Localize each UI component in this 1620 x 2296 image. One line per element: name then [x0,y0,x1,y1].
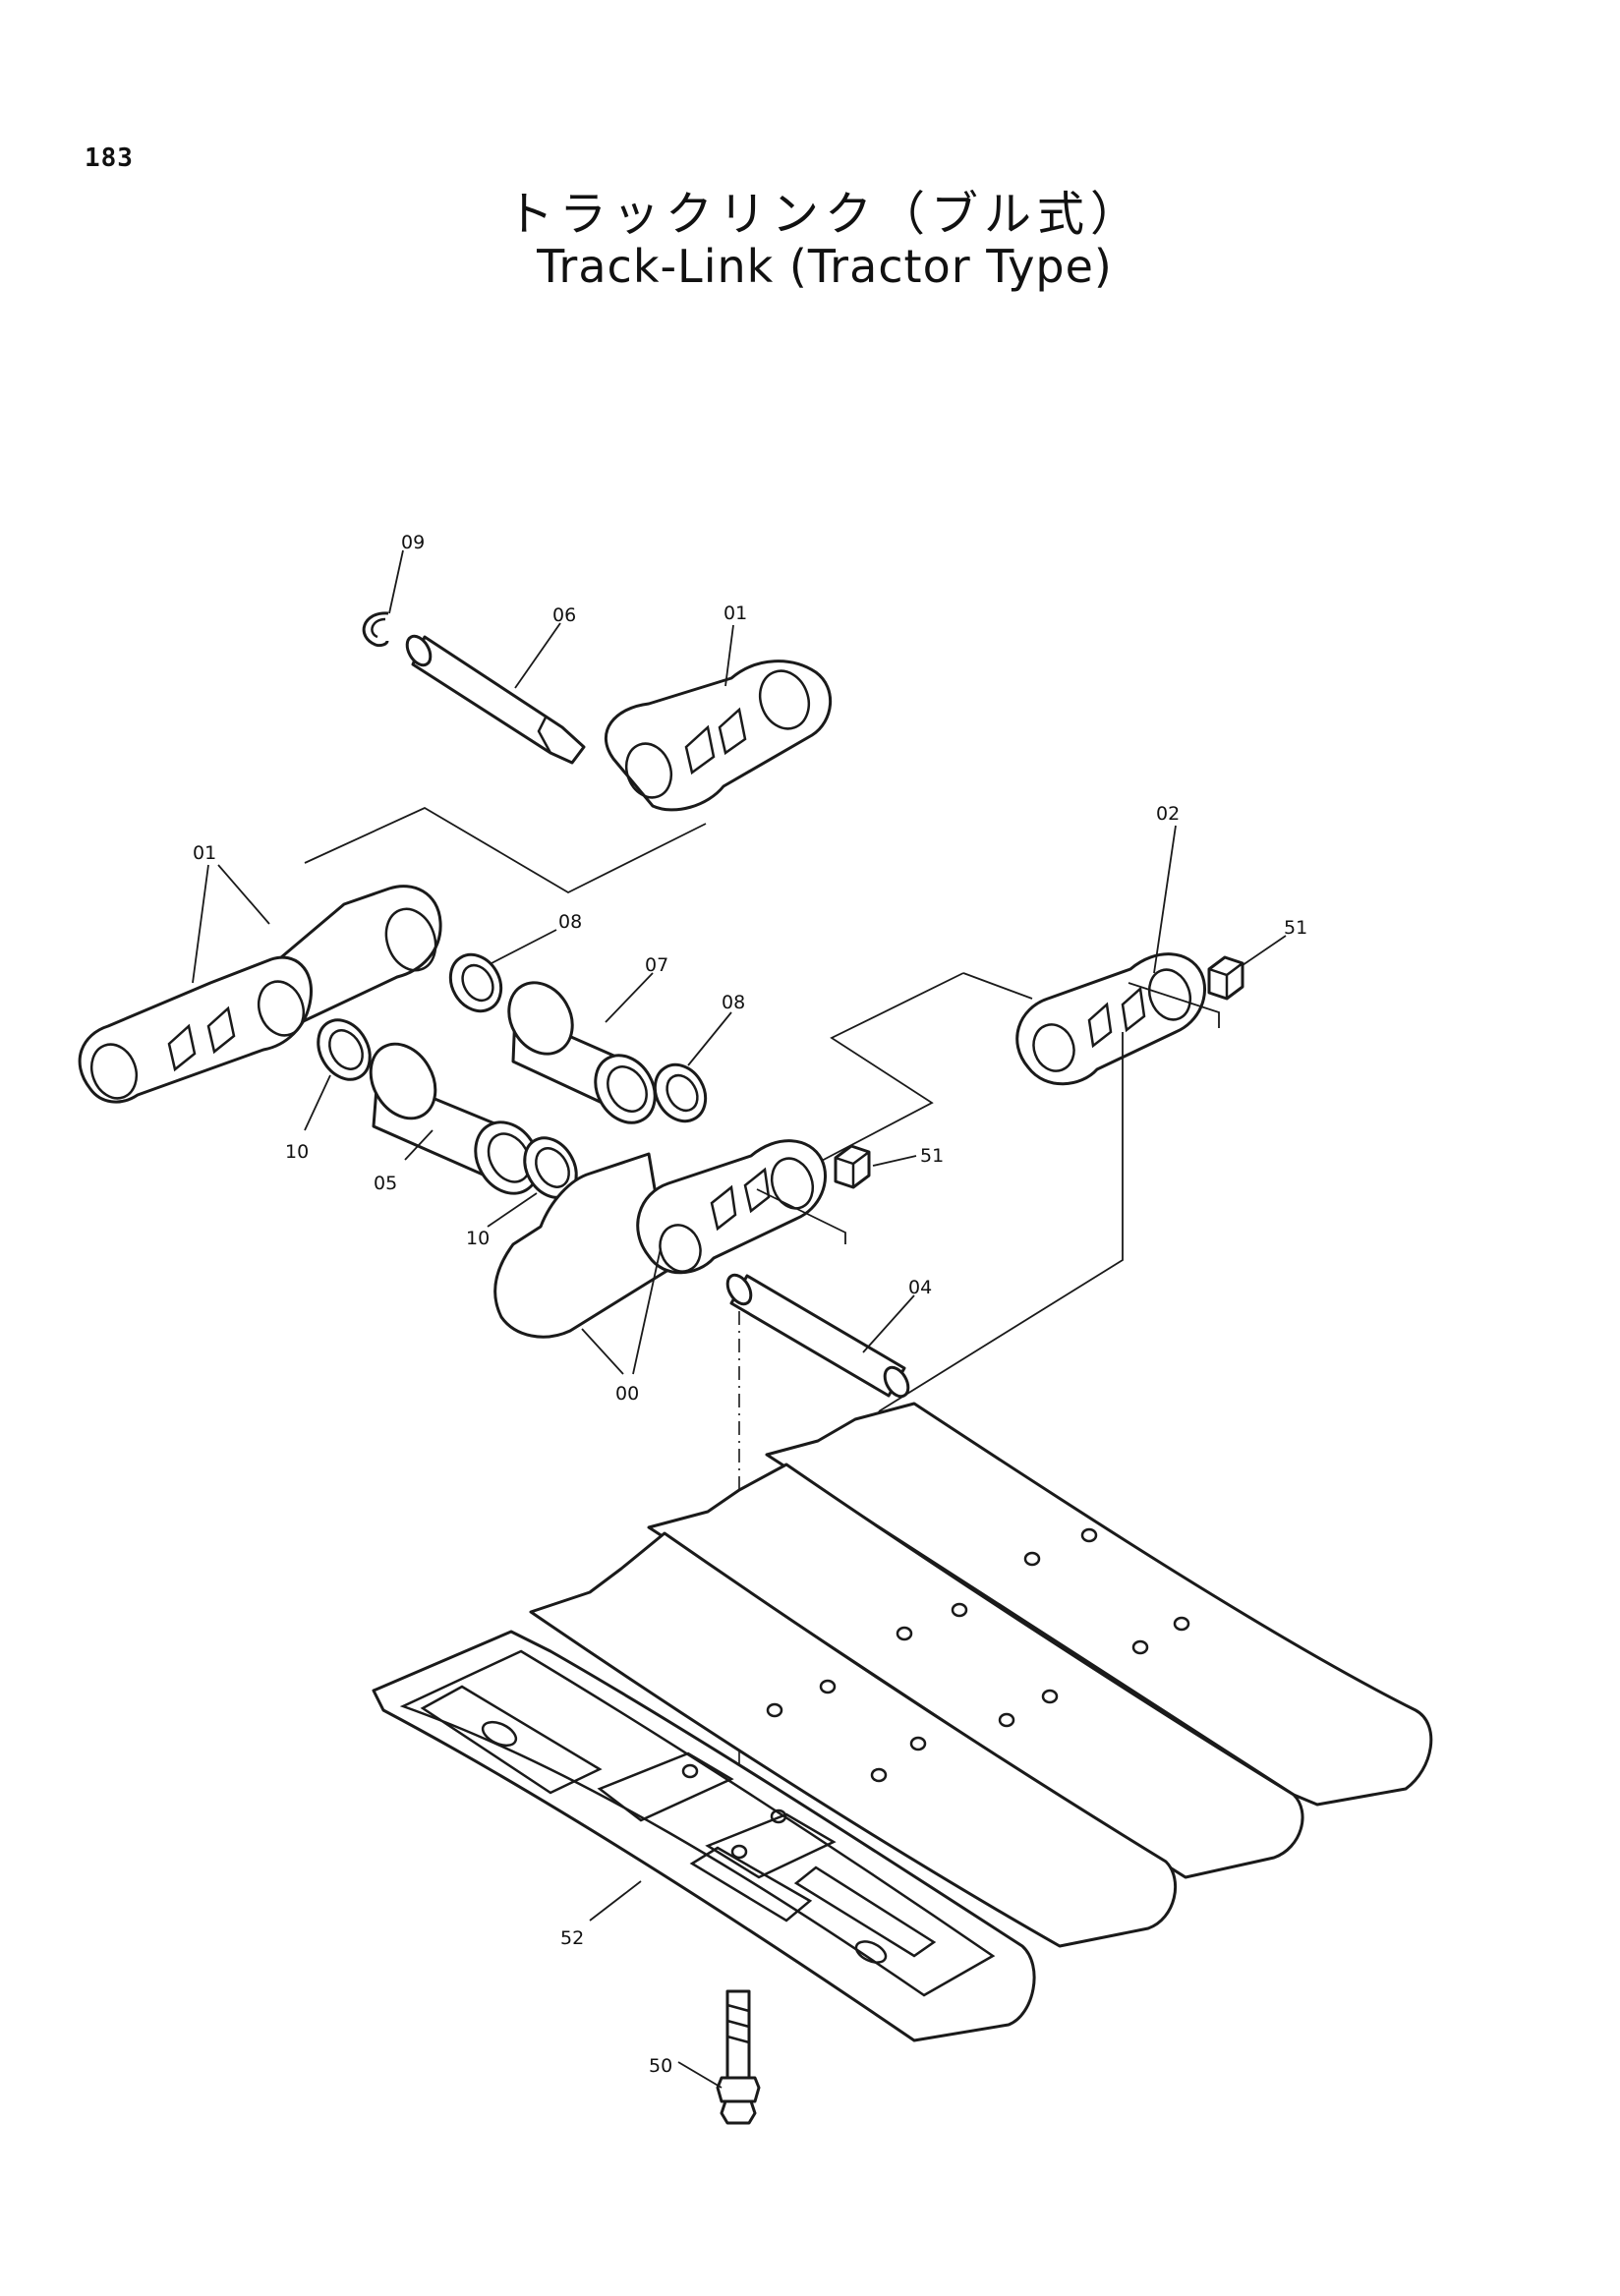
leader-10-center [487,1192,538,1228]
page-title-english: Track-Link (Tractor Type) [537,240,1113,293]
leader-09 [388,549,404,614]
callout-00: 00 [615,1383,639,1405]
track-shoe-front-bg [529,1531,1178,1948]
callout-01-top: 01 [723,603,747,624]
part-09-snap-ring [362,611,389,648]
part-00-link-assembly [493,1139,828,1339]
leader-52 [589,1880,642,1922]
leader-00-a [581,1328,624,1375]
part-10-seal-center [523,1136,578,1199]
track-shoe-rear [765,1402,1433,1807]
leader-05 [404,1129,434,1161]
leader-01-left-b [217,864,270,925]
leader-01-top [724,624,734,687]
leader-00-b [632,1247,662,1375]
leader-01-left-a [192,864,209,984]
part-05-bushing [369,1042,541,1195]
callout-08-lower: 08 [722,992,745,1013]
callout-01-left: 01 [193,842,216,864]
part-52-track-shoe [372,1630,1036,2042]
callout-08-upper: 08 [558,911,582,933]
part-04-pin [725,1273,910,1399]
nut-connector-right [1128,982,1220,1028]
nut-connector-center [756,1188,846,1244]
part-08-seal-upper [448,952,503,1013]
part-10-seal-left [317,1018,372,1081]
callout-05: 05 [374,1173,397,1194]
part-50-bolt [716,1989,761,2125]
callout-04: 04 [908,1277,932,1298]
assembly-line-master-to-shoe [878,1032,1124,1412]
callout-52: 52 [560,1927,584,1949]
callout-06: 06 [552,604,576,626]
leader-10-left [304,1074,331,1131]
callout-10-center: 10 [466,1228,490,1249]
assembly-bracket-upper [304,806,707,894]
leader-04 [862,1294,915,1353]
part-07-bushing [507,981,657,1124]
leader-07 [605,972,654,1023]
part-08-seal-lower [653,1062,708,1123]
assembly-bracket-master [815,972,1033,1165]
callout-02: 02 [1156,803,1180,825]
callout-50: 50 [649,2055,672,2077]
leader-06 [514,622,561,689]
part-06-pin [405,634,586,765]
callout-09: 09 [401,532,425,553]
leader-50 [677,2061,723,2089]
part-01-track-link-upper [604,660,832,812]
part-02-master-link [1015,952,1207,1086]
callout-51-center: 51 [920,1145,944,1167]
leader-08-lower [687,1011,732,1066]
callout-07: 07 [645,954,668,976]
leader-02 [1153,825,1177,974]
leader-51-center [872,1155,917,1167]
part-01-track-link-left-pair [78,885,442,1104]
part-51-nut-center [834,1144,871,1189]
leader-51-right [1242,935,1287,966]
page-number: 183 [85,144,134,173]
part-51-nut-right [1207,955,1244,1001]
callout-10-left: 10 [285,1141,309,1163]
callout-51-right: 51 [1284,917,1307,939]
page-title-japanese: トラックリンク（ブル式） [505,187,1143,242]
leader-08-upper [491,929,557,964]
